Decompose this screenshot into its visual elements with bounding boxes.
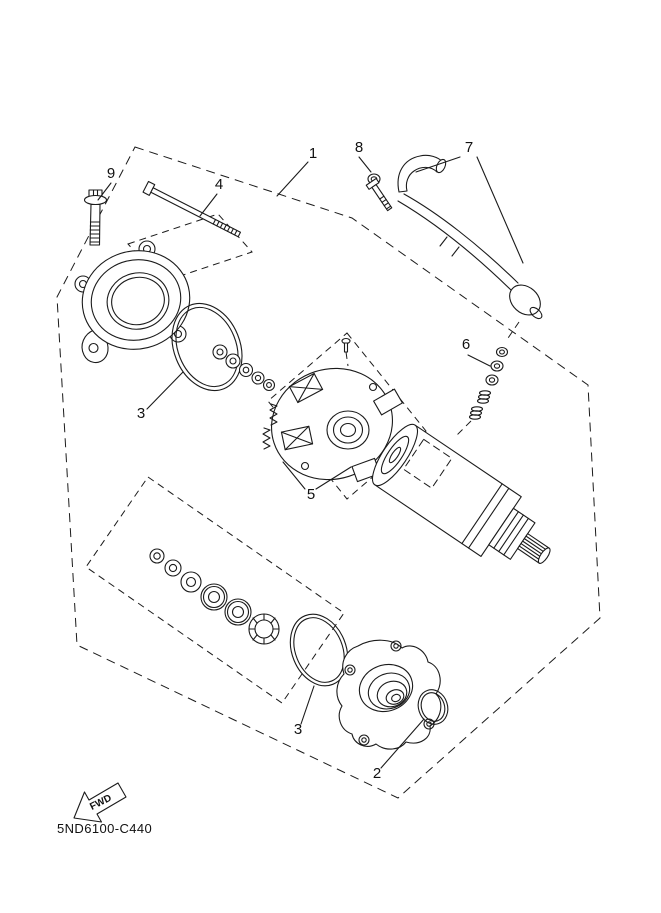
terminal-hardware <box>468 346 509 420</box>
washer-bearing-stack <box>149 548 280 645</box>
starter-cable <box>365 154 543 320</box>
callout-3-lower[interactable]: 3 <box>294 721 302 738</box>
o-ring-upper <box>171 302 243 392</box>
diagram-code: 5ND6100-C440 <box>57 821 152 836</box>
end-boot <box>509 284 541 316</box>
callout-7[interactable]: 7 <box>465 139 473 156</box>
fwd-arrow: FWD <box>73 782 127 823</box>
rear-bracket <box>74 240 191 364</box>
brush-box <box>373 388 403 416</box>
callout-2[interactable]: 2 <box>373 765 381 782</box>
brush-box <box>288 372 324 404</box>
callout-6[interactable]: 6 <box>462 336 470 353</box>
assembly-boundary <box>56 146 601 799</box>
brush-spring <box>262 427 271 450</box>
callout-3-upper[interactable]: 3 <box>137 405 145 422</box>
brush-spring <box>269 403 278 426</box>
terminal-bolt <box>365 177 393 212</box>
motor-body <box>371 423 551 564</box>
o-ring-2 <box>417 689 449 725</box>
front-bracket <box>336 639 442 750</box>
o-ring-lower <box>289 613 349 687</box>
callout-9[interactable]: 9 <box>107 165 115 182</box>
through-bolt <box>142 180 242 238</box>
leader-lines <box>97 156 524 769</box>
callout-5[interactable]: 5 <box>307 486 315 503</box>
shim-washers <box>212 344 276 392</box>
brush-box <box>280 425 314 451</box>
callout-8[interactable]: 8 <box>355 139 363 156</box>
washer-group-boundary <box>85 476 345 704</box>
magnet-outline <box>403 438 453 489</box>
elbow-boot <box>397 154 444 193</box>
callout-1[interactable]: 1 <box>309 145 317 162</box>
brush-holder-assembly <box>262 337 403 483</box>
brush-group-boundary <box>267 332 427 500</box>
callout-4[interactable]: 4 <box>215 176 223 193</box>
callout-numbers: 1 2 3 3 4 5 6 7 8 9 <box>107 139 473 782</box>
